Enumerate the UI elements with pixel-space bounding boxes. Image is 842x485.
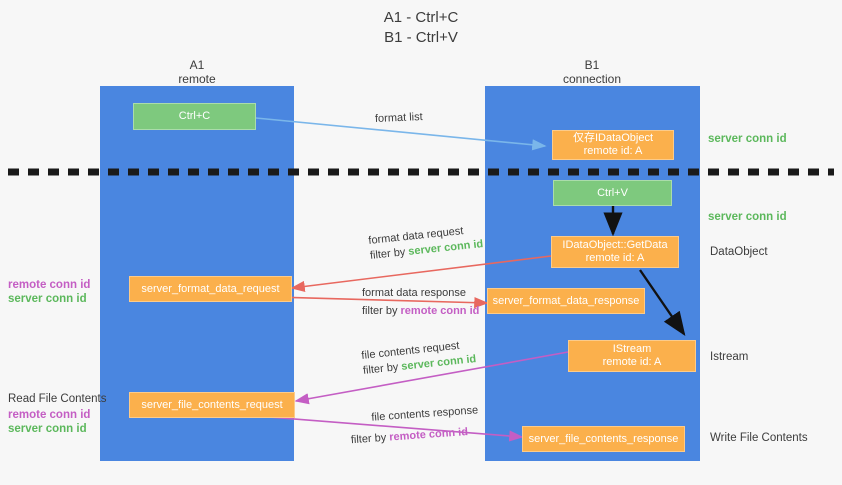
node-data-object-line2: remote id: A (583, 145, 643, 157)
left-label-server-conn-id-2: server conn id (8, 423, 87, 435)
edge-label-format-data-response: format data response filter by remote co… (362, 286, 479, 319)
node-server-file-contents-request-label: server_file_contents_request (141, 398, 283, 411)
title-line-2: B1 - Ctrl+V (384, 29, 458, 46)
column-header-b1: B1 connection (492, 58, 692, 86)
filter-key-2: remote conn id (400, 305, 480, 317)
title-line-1: A1 - Ctrl+C (383, 9, 459, 26)
node-ctrl-v[interactable]: Ctrl+V (553, 180, 672, 206)
node-istream[interactable]: IStream remote id: A (568, 340, 696, 372)
left-label-remote-conn-id-1: remote conn id (8, 279, 91, 291)
node-istream-line1: IStream (612, 343, 652, 355)
edge-label-format-data-response-filter: filter by remote conn id (362, 304, 479, 319)
column-a1-sub: remote (178, 72, 216, 86)
left-label-read-file-contents: Read File Contents (8, 393, 107, 405)
filter-prefix-1: filter by (369, 245, 409, 262)
node-server-format-data-request[interactable]: server_format_data_request (129, 276, 292, 302)
node-data-object-line1: 仅存IDataObject (572, 132, 654, 144)
node-istream-line2: remote id: A (602, 356, 662, 368)
node-server-file-contents-request[interactable]: server_file_contents_request (129, 392, 295, 418)
edge-label-file-contents-response-filter: filter by remote conn id (350, 424, 480, 448)
node-getdata[interactable]: IDataObject::GetData remote id: A (551, 236, 679, 268)
edge-label-file-contents-request: file contents request filter by server c… (361, 337, 477, 379)
node-server-file-contents-response-label: server_file_contents_response (528, 432, 679, 445)
edge-label-file-contents-response-line1: file contents response (370, 404, 479, 424)
filter-prefix-2: filter by (362, 305, 401, 317)
edge-label-file-contents-response: file contents response filter by remote … (350, 403, 480, 446)
left-label-block-2: Read File Contents remote conn id server… (8, 392, 106, 436)
node-server-format-data-response-label: server_format_data_response (492, 294, 640, 307)
column-b1-sub: connection (562, 72, 622, 86)
edge-label-format-data-response-line1: format data response (362, 287, 466, 299)
filter-prefix-3: filter by (362, 360, 402, 377)
node-ctrl-c-label: Ctrl+C (178, 110, 211, 122)
left-label-block-1: remote conn id server conn id (8, 278, 90, 306)
node-data-object[interactable]: 仅存IDataObject remote id: A (552, 130, 674, 160)
edge-label-format-list: format list (374, 110, 423, 126)
node-server-format-data-request-label: server_format_data_request (141, 282, 280, 295)
left-label-server-conn-id-1: server conn id (8, 293, 87, 305)
edge-label-format-data-request: format data request filter by server con… (368, 222, 484, 264)
node-getdata-line1: IDataObject::GetData (562, 239, 668, 251)
diagram-title: A1 - Ctrl+C B1 - Ctrl+V (0, 8, 842, 48)
filter-prefix-4: filter by (350, 431, 390, 447)
left-label-remote-conn-id-2: remote conn id (8, 409, 91, 421)
node-getdata-line2: remote id: A (585, 252, 645, 264)
node-server-file-contents-response[interactable]: server_file_contents_response (522, 426, 685, 452)
column-a1-name: A1 (189, 58, 205, 72)
right-label-dataobject: DataObject (710, 246, 768, 258)
node-ctrl-v-label: Ctrl+V (597, 186, 628, 199)
right-label-istream: Istream (710, 351, 749, 363)
filter-key-4: remote conn id (388, 426, 469, 444)
right-label-server-conn-id-2: server conn id (708, 211, 787, 223)
right-label-server-conn-id-1: server conn id (708, 133, 787, 145)
column-header-a1: A1 remote (97, 58, 297, 86)
column-b1-name: B1 (584, 58, 600, 72)
node-server-format-data-response[interactable]: server_format_data_response (487, 288, 645, 314)
node-ctrl-c[interactable]: Ctrl+C (133, 103, 256, 130)
right-label-write-file-contents: Write File Contents (710, 432, 808, 444)
